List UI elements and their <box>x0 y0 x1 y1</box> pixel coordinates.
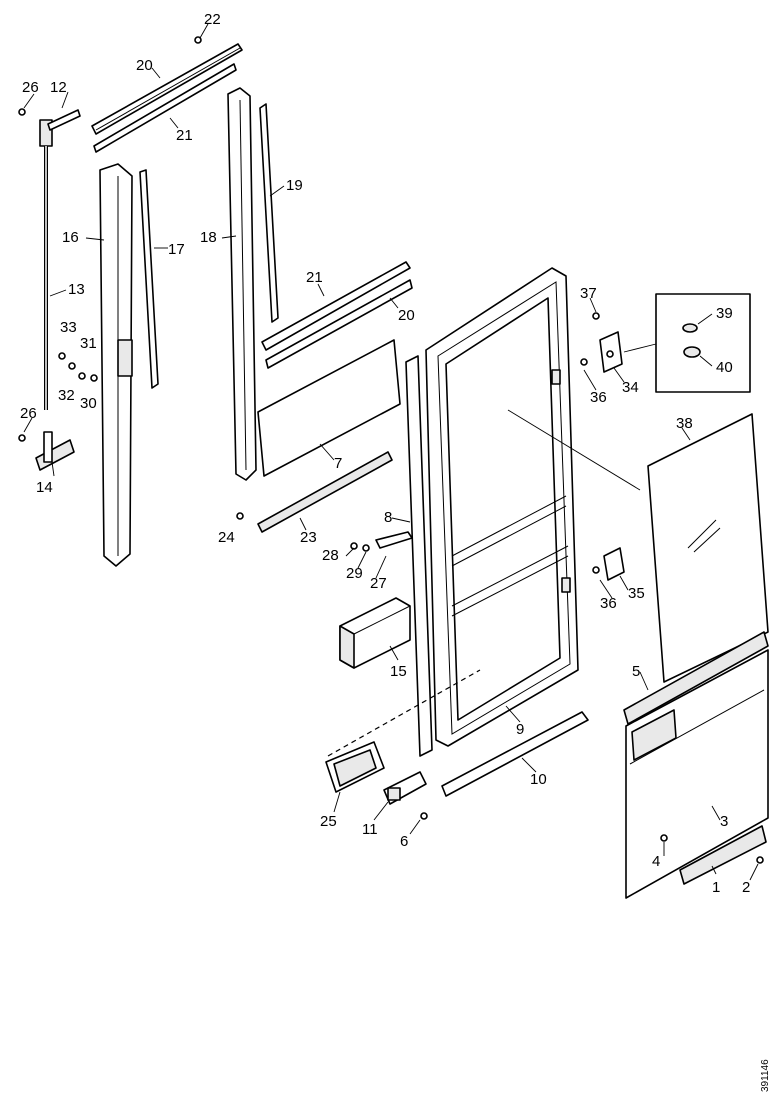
label-11: 11 <box>362 821 378 838</box>
reference-code: 391146 <box>760 1059 771 1092</box>
door-post-18 <box>227 87 257 481</box>
assembly-line <box>327 669 481 757</box>
screw-26-upper <box>18 108 26 116</box>
label-20-top: 20 <box>136 57 153 74</box>
label-36-upper: 36 <box>590 389 607 406</box>
washers-30-33 <box>58 352 98 382</box>
label-21-top: 21 <box>176 127 193 144</box>
label-28-latch: 28 <box>322 547 339 564</box>
glass-pane-38 <box>647 413 769 683</box>
callout-labels: 22 20 21 26 12 16 17 13 18 19 21 20 33 3… <box>20 11 750 896</box>
screw-26-lower <box>18 434 26 442</box>
screw-37 <box>592 312 600 320</box>
seal-17 <box>139 169 159 389</box>
screw-22 <box>194 36 202 44</box>
label-22: 22 <box>204 11 221 28</box>
label-34: 34 <box>622 379 639 396</box>
handle-box-15 <box>339 597 411 669</box>
label-8: 8 <box>384 509 392 526</box>
label-35: 35 <box>628 585 645 602</box>
label-12: 12 <box>50 79 67 96</box>
label-26: 26 <box>20 405 37 422</box>
label-16: 16 <box>62 229 79 246</box>
label-20-mid: 20 <box>398 307 415 324</box>
top-rail-21 <box>93 63 237 153</box>
label-21-mid: 21 <box>306 269 323 286</box>
label-31: 31 <box>80 335 97 352</box>
leader-lines <box>23 23 759 881</box>
edge-profile-8 <box>405 355 433 757</box>
screw-6-lower <box>420 812 428 820</box>
label-3: 3 <box>720 813 728 830</box>
latch-27-29 <box>350 531 413 552</box>
hinge-upper-12 <box>39 109 81 147</box>
door-post-16 <box>99 163 133 567</box>
label-38: 38 <box>676 415 693 432</box>
top-rail-20 <box>91 43 243 135</box>
label-27: 27 <box>370 575 387 592</box>
seal-19 <box>259 103 279 323</box>
middle-rail-21 <box>261 261 411 351</box>
label-15: 15 <box>390 663 407 680</box>
label-23: 23 <box>300 529 317 546</box>
label-25: 25 <box>320 813 337 830</box>
detail-inset <box>623 293 751 393</box>
label-19: 19 <box>286 177 303 194</box>
label-39: 39 <box>716 305 733 322</box>
bracket-11 <box>383 771 427 805</box>
step-1 <box>679 825 767 885</box>
bottom-rail-10 <box>441 711 589 797</box>
screw-36-lower <box>592 566 600 574</box>
panel-7 <box>257 339 401 477</box>
label-1: 1 <box>712 879 720 896</box>
label-2: 2 <box>742 879 750 896</box>
hinge-bracket-35 <box>603 547 625 581</box>
label-32: 32 <box>58 387 75 404</box>
label-17: 17 <box>168 241 185 258</box>
lock-plate-25 <box>325 741 385 793</box>
door-frame-9 <box>425 267 579 747</box>
label-9: 9 <box>516 721 524 738</box>
label-40: 40 <box>716 359 733 376</box>
label-37: 37 <box>580 285 597 302</box>
label-10: 10 <box>530 771 547 788</box>
label-4: 4 <box>652 853 660 870</box>
hinge-lower-14 <box>35 431 75 471</box>
label-18: 18 <box>200 229 217 246</box>
label-6-lower: 6 <box>400 833 408 850</box>
rail-5 <box>623 631 769 725</box>
screw-2 <box>756 856 764 864</box>
bottom-rail-23 <box>257 451 393 533</box>
screw-36-upper <box>580 358 588 366</box>
label-5: 5 <box>632 663 640 680</box>
label-14: 14 <box>36 479 53 496</box>
label-30: 30 <box>80 395 97 412</box>
screw-24 <box>236 512 244 520</box>
label-33: 33 <box>60 319 77 336</box>
hinge-bracket-34 <box>599 331 623 373</box>
middle-rail-20 <box>265 279 413 369</box>
screw-4 <box>660 834 668 842</box>
glass-alignment-line <box>507 409 641 491</box>
label-7: 7 <box>334 455 342 472</box>
label-29: 29 <box>346 565 363 582</box>
label-13: 13 <box>68 281 85 298</box>
label-28: 26 <box>22 79 39 96</box>
label-36-lower: 36 <box>600 595 617 612</box>
label-24: 24 <box>218 529 235 546</box>
